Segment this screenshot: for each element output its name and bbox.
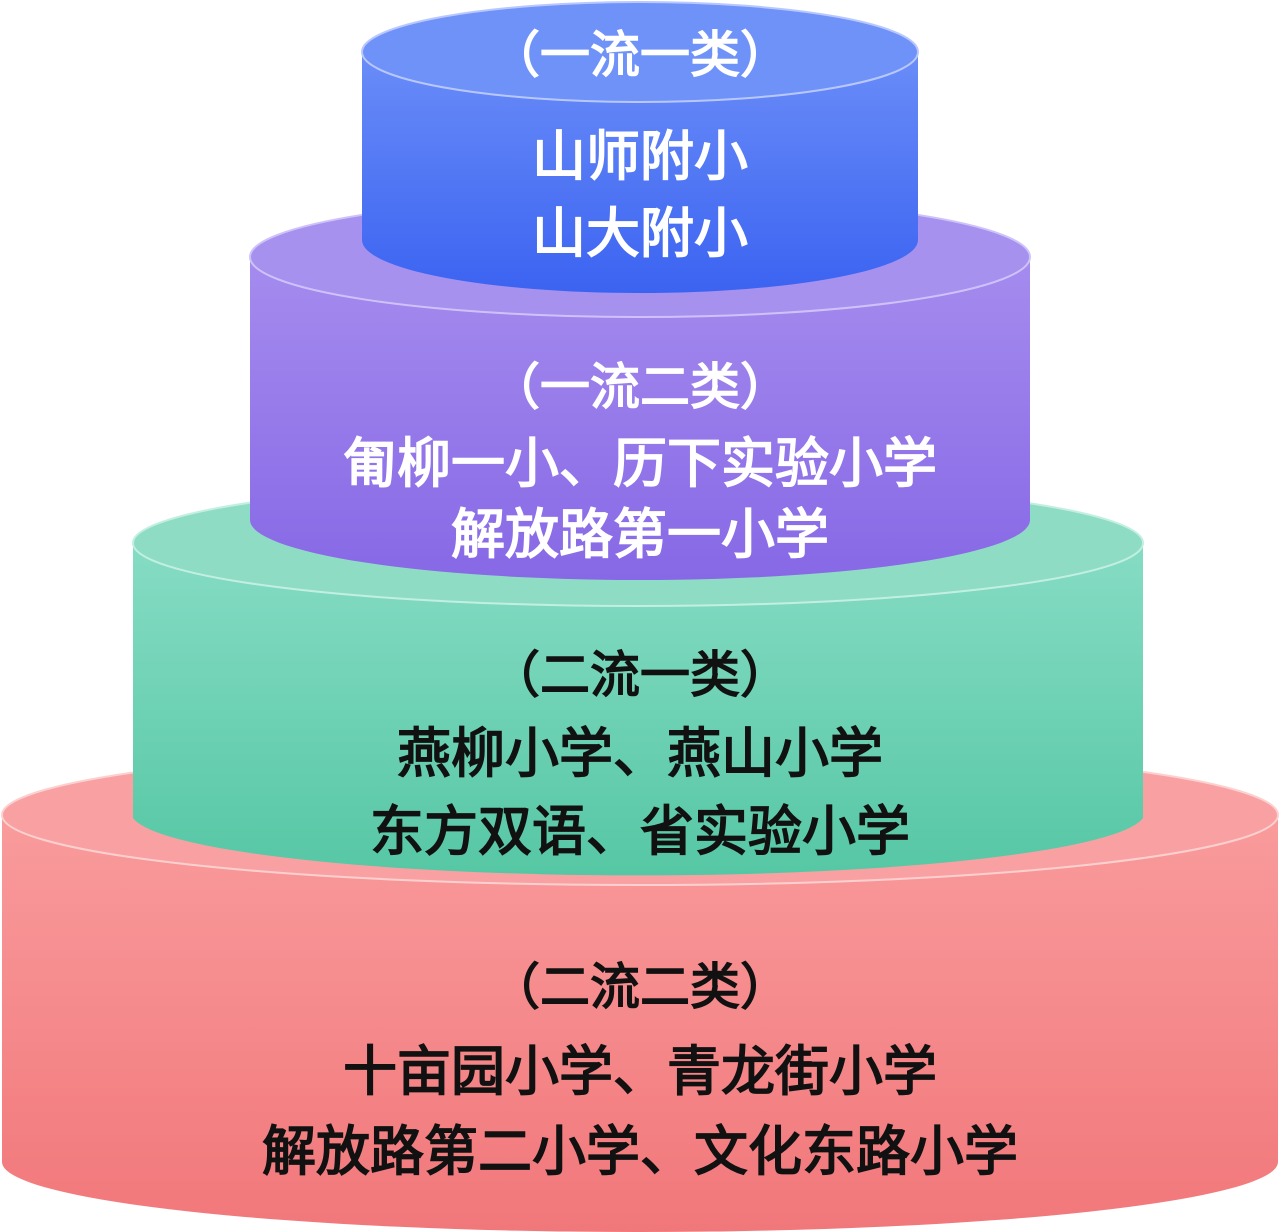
- tier-1-cylinder: [361, 1, 919, 293]
- tier-2-heading: （一流二类）: [490, 358, 790, 416]
- tier-4-line-2: 解放路第二小学、文化东路小学: [262, 1120, 1018, 1183]
- tier-4-heading: （二流二类）: [490, 958, 790, 1016]
- tier-1-line-2: 山大附小: [532, 202, 748, 265]
- tier-3-line-2: 东方双语、省实验小学: [370, 800, 910, 863]
- tier-1-top: [361, 1, 919, 103]
- tier-2-body: [250, 257, 1030, 580]
- tier-3-heading: （二流一类）: [490, 646, 790, 704]
- tier-4-body: [2, 815, 1278, 1232]
- tier-1-heading: （一流一类）: [490, 26, 790, 84]
- tier-4-line-1: 十亩园小学、青龙街小学: [343, 1040, 937, 1103]
- tier-2-line-2: 解放路第一小学: [451, 503, 829, 566]
- tier-1-body: [362, 52, 918, 293]
- tier-3-body: [133, 543, 1143, 876]
- tier-1-line-1: 山师附小: [532, 125, 748, 188]
- tier-3-line-1: 燕柳小学、燕山小学: [397, 722, 883, 785]
- tier-2-line-1: 匍柳一小、历下实验小学: [343, 432, 937, 495]
